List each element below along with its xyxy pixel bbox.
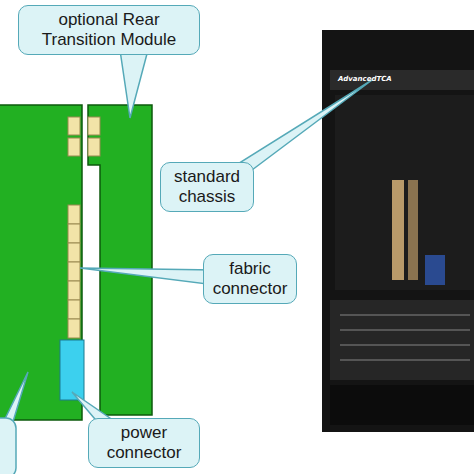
card-part [425,255,445,285]
callout-text: power connector [97,423,191,463]
callout-tail [2,50,372,425]
power-connector [60,340,84,400]
fan-tray [330,300,474,380]
callout-text: standard chassis [169,167,245,207]
callout-box: standard chassis [160,162,254,212]
chassis-top [330,70,474,90]
callout-box: optional Rear Transition Module [18,5,200,55]
callout-box: fabric connector [203,254,297,304]
card-slot [408,180,418,280]
connector [68,117,100,338]
logo-text: AdvancedTCA [338,75,392,83]
chassis-base [330,385,474,425]
cut-callout [0,418,16,474]
chassis-bay [335,95,474,290]
card-slot [392,180,404,280]
callout-text: fabric connector [212,259,288,299]
callout-box: power connector [88,418,200,468]
callout-text: optional Rear Transition Module [27,10,191,50]
fan-grille [340,315,470,360]
rtm-board [88,105,152,415]
chassis-photo [322,30,474,432]
